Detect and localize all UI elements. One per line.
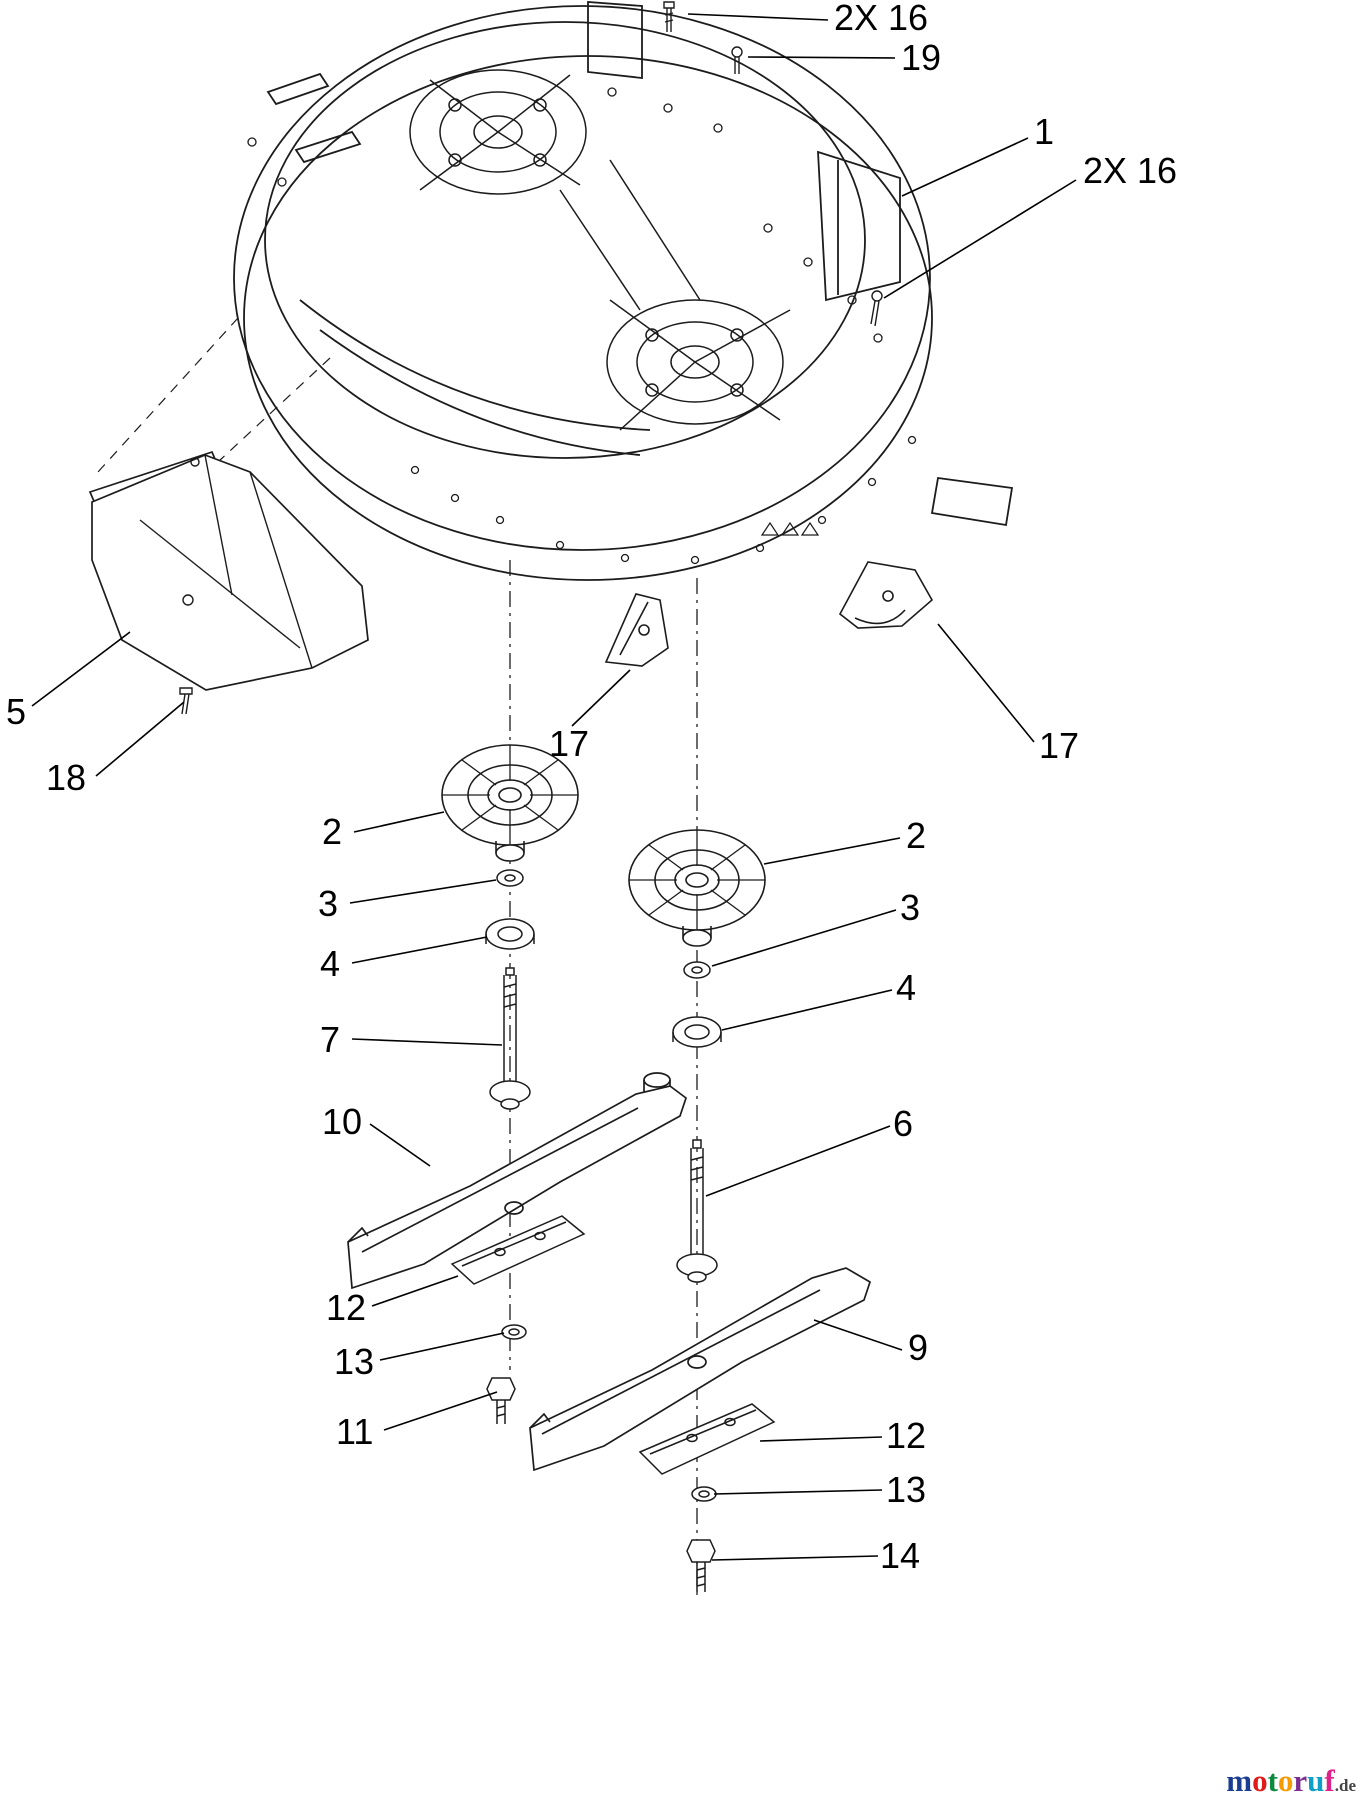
bolt-19 — [731, 46, 743, 74]
mower-deck-housing — [233, 1, 1014, 581]
callout-label: 2 — [322, 811, 343, 852]
blade-10 — [347, 1072, 688, 1290]
leader-lines — [31, 13, 1077, 1561]
callout-label: 9 — [908, 1327, 929, 1368]
callout-label: 4 — [320, 943, 341, 984]
callout-label: 2X 16 — [834, 0, 929, 38]
logo-tld: .de — [1334, 1776, 1356, 1795]
callout-label: 17 — [1039, 725, 1080, 766]
callout-label: 17 — [549, 723, 590, 764]
washer-13-right — [691, 1486, 717, 1502]
baffle-plate-12-left — [450, 1215, 586, 1285]
bolt-16-top — [663, 1, 675, 32]
motoruf-logo[interactable]: motoruf.de — [1226, 1765, 1356, 1796]
callout-label: 3 — [318, 883, 339, 924]
callout-label: 3 — [900, 887, 921, 928]
callout-label: 13 — [886, 1469, 927, 1510]
callout-label: 5 — [6, 691, 27, 732]
callout-label: 6 — [893, 1103, 914, 1144]
bolt-14 — [686, 1539, 716, 1592]
logo-letters: motoruf — [1226, 1763, 1335, 1798]
callout-label: 1 — [1034, 111, 1055, 152]
spindle-assembly-left — [441, 744, 579, 862]
callout-label: 4 — [896, 967, 917, 1008]
shaft-6 — [676, 1139, 718, 1283]
alignment-dashed-lines — [97, 317, 331, 473]
callout-label: 2X 16 — [1083, 150, 1178, 191]
bearing-4-left — [485, 918, 535, 950]
bracket-right — [838, 561, 934, 629]
callout-label: 7 — [320, 1019, 341, 1060]
spindle-assembly-right — [628, 829, 766, 947]
washer-13-left — [501, 1324, 527, 1340]
callout-label: 12 — [326, 1287, 367, 1328]
baffle-plate-12-right — [638, 1403, 776, 1475]
blade-9 — [529, 1267, 872, 1472]
discharge-chute — [88, 450, 369, 691]
callout-label: 19 — [901, 37, 942, 78]
shaft-7 — [489, 967, 531, 1110]
callout-label: 13 — [334, 1341, 375, 1382]
bolt-18 — [179, 687, 193, 715]
callout-label: 2 — [906, 815, 927, 856]
callout-label: 10 — [322, 1101, 363, 1142]
washer-3-left — [496, 869, 524, 887]
callout-label: 18 — [46, 757, 87, 798]
callout-label: 14 — [880, 1535, 921, 1576]
callout-label: 11 — [336, 1411, 374, 1452]
bearing-4-right — [672, 1016, 722, 1048]
bolt-11 — [486, 1377, 516, 1424]
bracket-center — [604, 593, 669, 667]
washer-3-right — [683, 961, 711, 979]
bolt-16-right — [870, 290, 883, 327]
callout-label: 12 — [886, 1415, 927, 1456]
